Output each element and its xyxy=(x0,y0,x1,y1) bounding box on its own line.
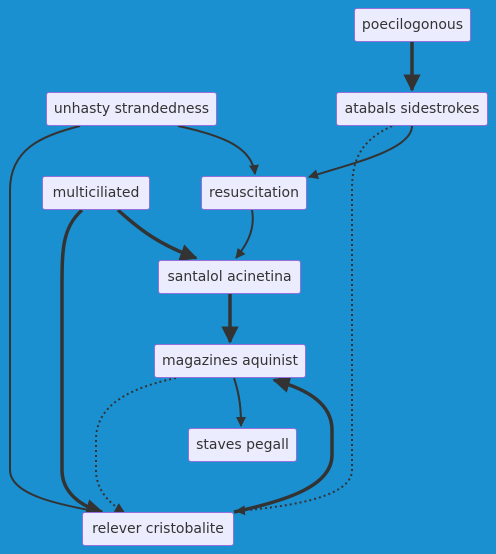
edge-multiciliated-to-santalol xyxy=(116,208,198,261)
node-multiciliated[interactable]: multiciliated xyxy=(42,176,150,210)
edge-atabals-to-relever xyxy=(235,125,393,516)
node-staves-pegall[interactable]: staves pegall xyxy=(188,428,297,462)
node-atabals-sidestrokes[interactable]: atabals sidestrokes xyxy=(336,92,488,126)
edge-multiciliated-to-relever xyxy=(60,208,104,517)
edge-relever-to-magazines xyxy=(233,375,334,514)
node-santalol-acinetina[interactable]: santalol acinetina xyxy=(158,260,301,294)
edge-unhasty-to-relever xyxy=(9,125,101,516)
node-resuscitation[interactable]: resuscitation xyxy=(201,176,307,210)
edge-unhasty-to-resuscitation xyxy=(177,125,259,175)
node-unhasty-strandedness[interactable]: unhasty strandedness xyxy=(46,92,217,126)
edge-magazines-to-staves xyxy=(233,377,246,427)
edge-atabals-to-resuscitation xyxy=(308,125,413,180)
edges-layer xyxy=(9,42,421,517)
edge-resuscitation-to-santalol xyxy=(235,209,254,259)
node-relever-cristobalite[interactable]: relever cristobalite xyxy=(82,512,234,546)
node-magazines-aquinist[interactable]: magazines aquinist xyxy=(154,344,306,378)
node-poecilogonous[interactable]: poecilogonous xyxy=(354,8,471,42)
edge-magazines-to-relever xyxy=(95,377,177,513)
